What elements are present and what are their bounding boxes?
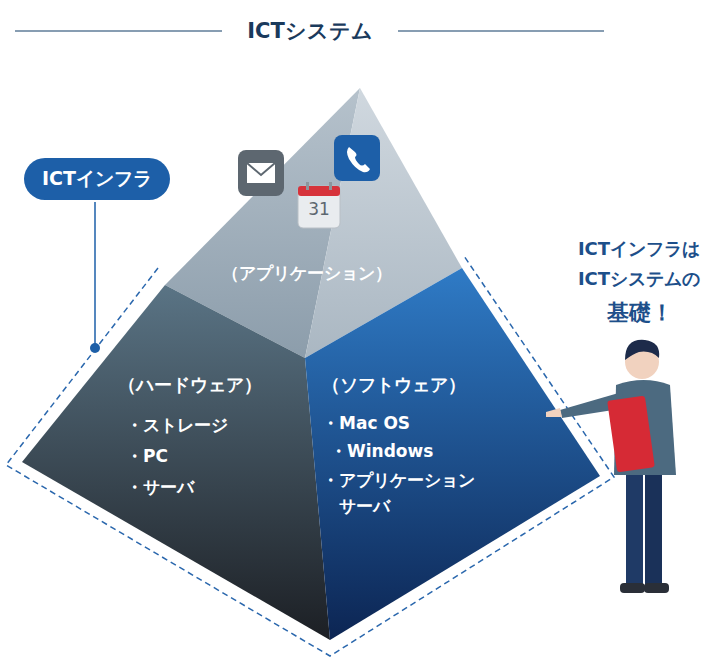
title-rule [398,30,604,32]
calendar-icon [298,182,340,228]
leader-line [94,202,96,344]
presenter-figure [546,340,676,593]
software-face-text: （ソフトウェア） ・Mac OS・Windows・アプリケーション サーバ [322,372,529,519]
callout-emphasis: 基礎！ [607,298,673,328]
node-heading: ICTインフラ [42,166,152,192]
diagram-title: ICTシステム [247,17,373,45]
hardware-face [22,285,330,640]
list-item: ・Mac OS [322,410,529,436]
node-heading: （ハードウェア） [118,372,262,398]
callout-text: ICTインフラは ICTシステムの [564,234,714,294]
list-item: ・ストレージ [118,410,262,441]
title-rule [15,30,222,32]
phone-icon [334,135,380,181]
hardware-face-text: （ハードウェア） ・ストレージ・PC・サーバ [118,372,262,503]
node-heading: （ソフトウェア） [322,372,529,398]
list-item: ・PC [118,441,262,472]
infra-dashed-outline [6,256,614,656]
mail-icon [238,150,284,196]
list-item: ・アプリケーション サーバ [322,467,529,519]
leader-dot [90,343,100,353]
software-face [305,268,600,640]
infra-pill: ICTインフラ [24,158,170,200]
application-face: （アプリケーション） [222,258,392,289]
list-item: ・Windows [322,436,529,467]
node-heading: （アプリケーション） [222,258,392,289]
calendar-day: 31 [308,199,330,219]
list-item: ・サーバ [118,472,262,503]
